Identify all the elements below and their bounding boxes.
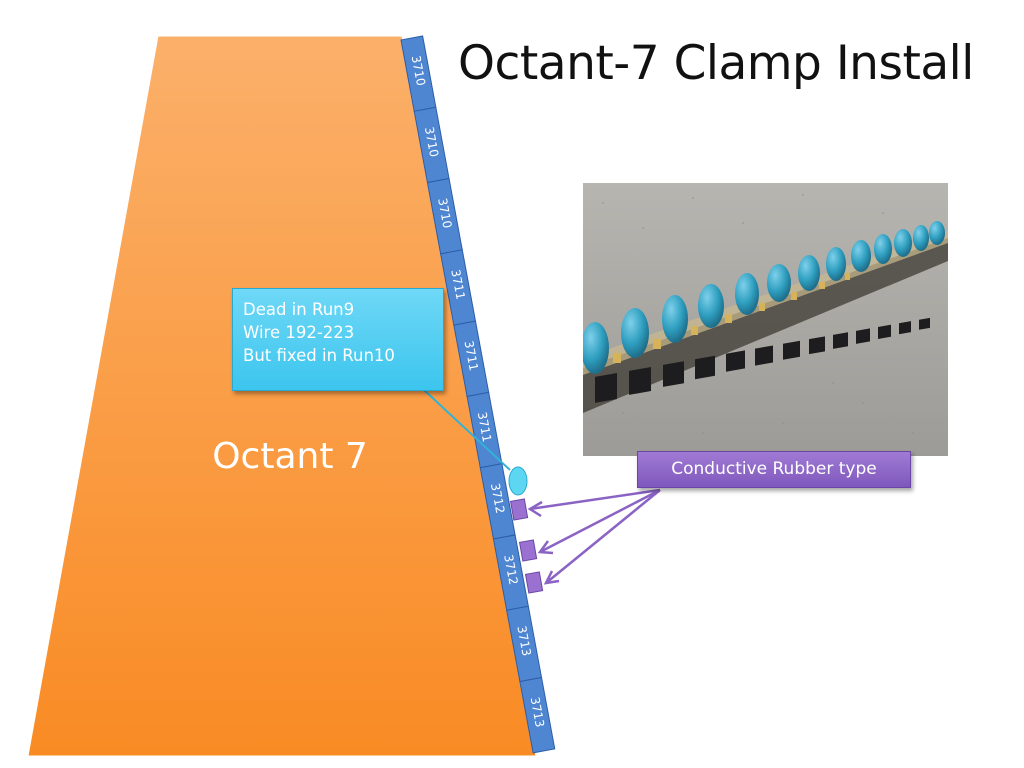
strip-segment-label: 3711 (448, 268, 467, 301)
strip-segment-label: 3710 (422, 126, 441, 159)
strip-segment-label: 3712 (488, 482, 507, 515)
strip-segment (519, 676, 556, 754)
clamp-marker (524, 571, 544, 594)
callout-pointer (423, 389, 511, 471)
strip-segment-label: 3711 (462, 339, 481, 372)
strip-segment-label: 3710 (435, 197, 454, 230)
slide-title: Octant-7 Clamp Install (458, 36, 974, 91)
dead-wire-marker (508, 466, 528, 496)
strip-segment-label: 3713 (514, 625, 533, 658)
clamp-marker (509, 498, 529, 521)
readout-strip: 3710 3710 3710 3711 3711 3711 3712 3712 3713 3713 (400, 35, 556, 754)
octant-label: Octant 7 (212, 436, 368, 477)
strip-segment-label: 3713 (528, 696, 547, 729)
strip-segment-label: 3710 (409, 54, 428, 87)
strip-segment-label: 3712 (501, 553, 520, 586)
callout-line: Wire 192-223 (243, 323, 355, 342)
callout-line: But fixed in Run10 (243, 346, 395, 365)
conductive-rubber-label: Conductive Rubber type (637, 451, 911, 488)
strip-segment-label: 3711 (475, 411, 494, 444)
octant-shape (27, 35, 537, 757)
callout-line: Dead in Run9 (243, 300, 355, 319)
dead-wire-callout: Dead in Run9 Wire 192-223 But fixed in R… (232, 288, 444, 391)
clamp-arrows (527, 488, 661, 585)
clamp-marker (518, 539, 538, 562)
clamp-photo (583, 183, 948, 456)
